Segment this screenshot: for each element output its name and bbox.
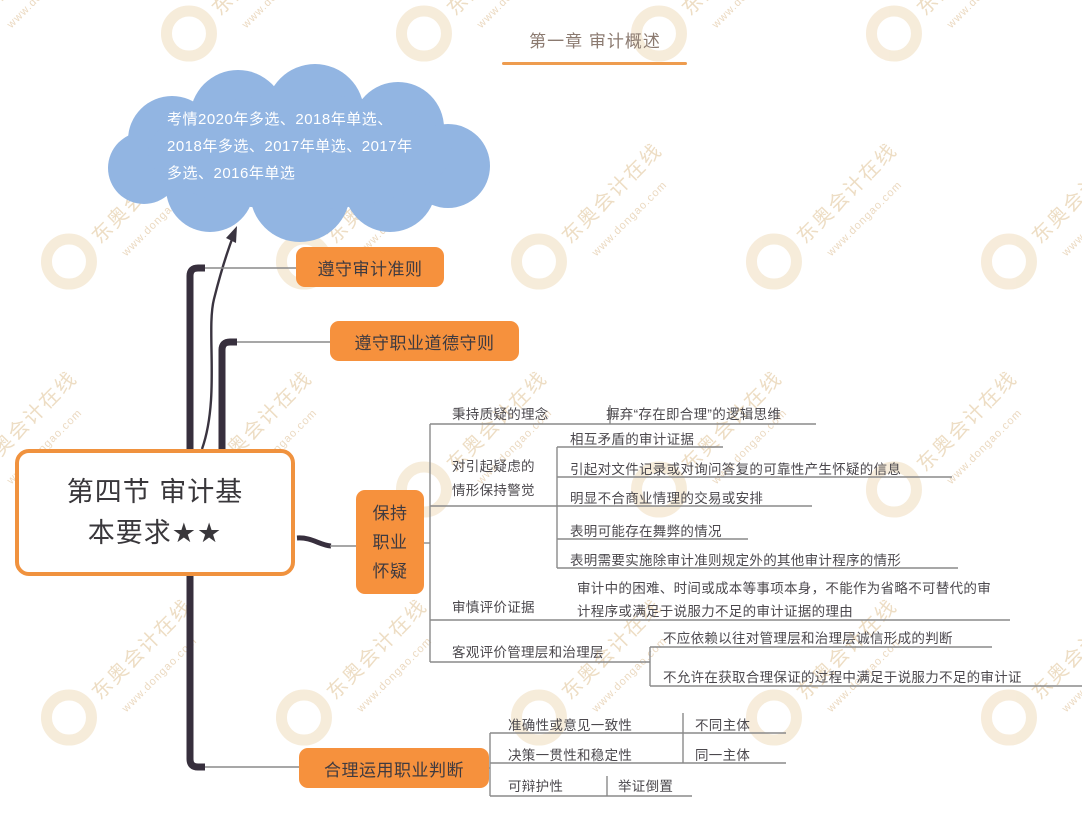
node-evaluate-evidence[interactable]: 审慎评价证据 — [452, 600, 535, 615]
node-alert-item[interactable]: 引起对文件记录或对询问答复的可靠性产生怀疑的信息 — [570, 462, 902, 477]
root-node-line: 本要求★★ — [87, 517, 223, 548]
node-judgment-row-label[interactable]: 决策一贯性和稳定性 — [508, 748, 633, 763]
node-objective-item[interactable]: 不允许在获取合理保证的过程中满足于说服力不足的审计证 — [663, 670, 1022, 685]
node-judgment-row-value[interactable]: 举证倒置 — [618, 779, 674, 794]
branch-follow-audit-standards[interactable]: 遵守审计准则 — [296, 247, 444, 287]
node-alert-item[interactable]: 相互矛盾的审计证据 — [570, 432, 695, 447]
cloud-shape — [108, 64, 490, 242]
root-node-section-title[interactable]: 第四节 审计基 本要求★★ — [15, 449, 295, 576]
exam-frequency-note[interactable]: 考情2020年多选、2018年单选、 2018年多选、2017年单选、2017年… — [167, 106, 457, 187]
main-branch-lines — [186, 264, 332, 771]
branch-professional-judgment[interactable]: 合理运用职业判断 — [299, 748, 489, 788]
branch-professional-skepticism[interactable]: 保持职业怀疑 — [356, 490, 424, 594]
root-node-line: 第四节 审计基 — [66, 476, 244, 507]
title-underline — [502, 62, 687, 65]
branch-follow-ethics-code[interactable]: 遵守职业道德守则 — [330, 321, 519, 361]
node-judgment-row-label[interactable]: 准确性或意见一致性 — [508, 718, 633, 733]
node-objective-evaluation[interactable]: 客观评价管理层和治理层 — [452, 645, 604, 660]
node-evaluate-evidence-detail[interactable]: 审计中的困难、时间或成本等事项本身，不能作为省略不可替代的审计程序或满足于说服力… — [577, 581, 991, 619]
sub-branch-lines — [205, 267, 1082, 797]
exam-note-line: 多选、2016年单选 — [167, 165, 296, 182]
exam-note-line: 考情2020年多选、2018年单选、 — [167, 111, 393, 128]
exam-note-line: 2018年多选、2017年单选、2017年 — [167, 138, 413, 155]
node-abandon-logic[interactable]: 摒弃“存在即合理”的逻辑思维 — [606, 407, 782, 422]
node-alert-item[interactable]: 表明可能存在舞弊的情况 — [570, 524, 722, 539]
branch-label: 保持职业怀疑 — [372, 503, 408, 581]
node-uphold-questioning[interactable]: 秉持质疑的理念 — [452, 407, 549, 422]
chapter-title: 第一章 审计概述 — [529, 32, 661, 51]
node-stay-alert[interactable]: 对引起疑虑的情形保持警觉 — [452, 459, 535, 498]
arrow-to-cloud — [200, 226, 237, 450]
node-alert-item[interactable]: 明显不合商业情理的交易或安排 — [570, 491, 764, 506]
node-judgment-row-value[interactable]: 同一主体 — [695, 748, 751, 763]
node-judgment-row-label[interactable]: 可辩护性 — [508, 779, 564, 794]
node-objective-item[interactable]: 不应依赖以往对管理层和治理层诚信形成的判断 — [663, 631, 953, 646]
node-judgment-row-value[interactable]: 不同主体 — [695, 718, 751, 733]
node-alert-item[interactable]: 表明需要实施除审计准则规定外的其他审计程序的情形 — [570, 553, 902, 568]
